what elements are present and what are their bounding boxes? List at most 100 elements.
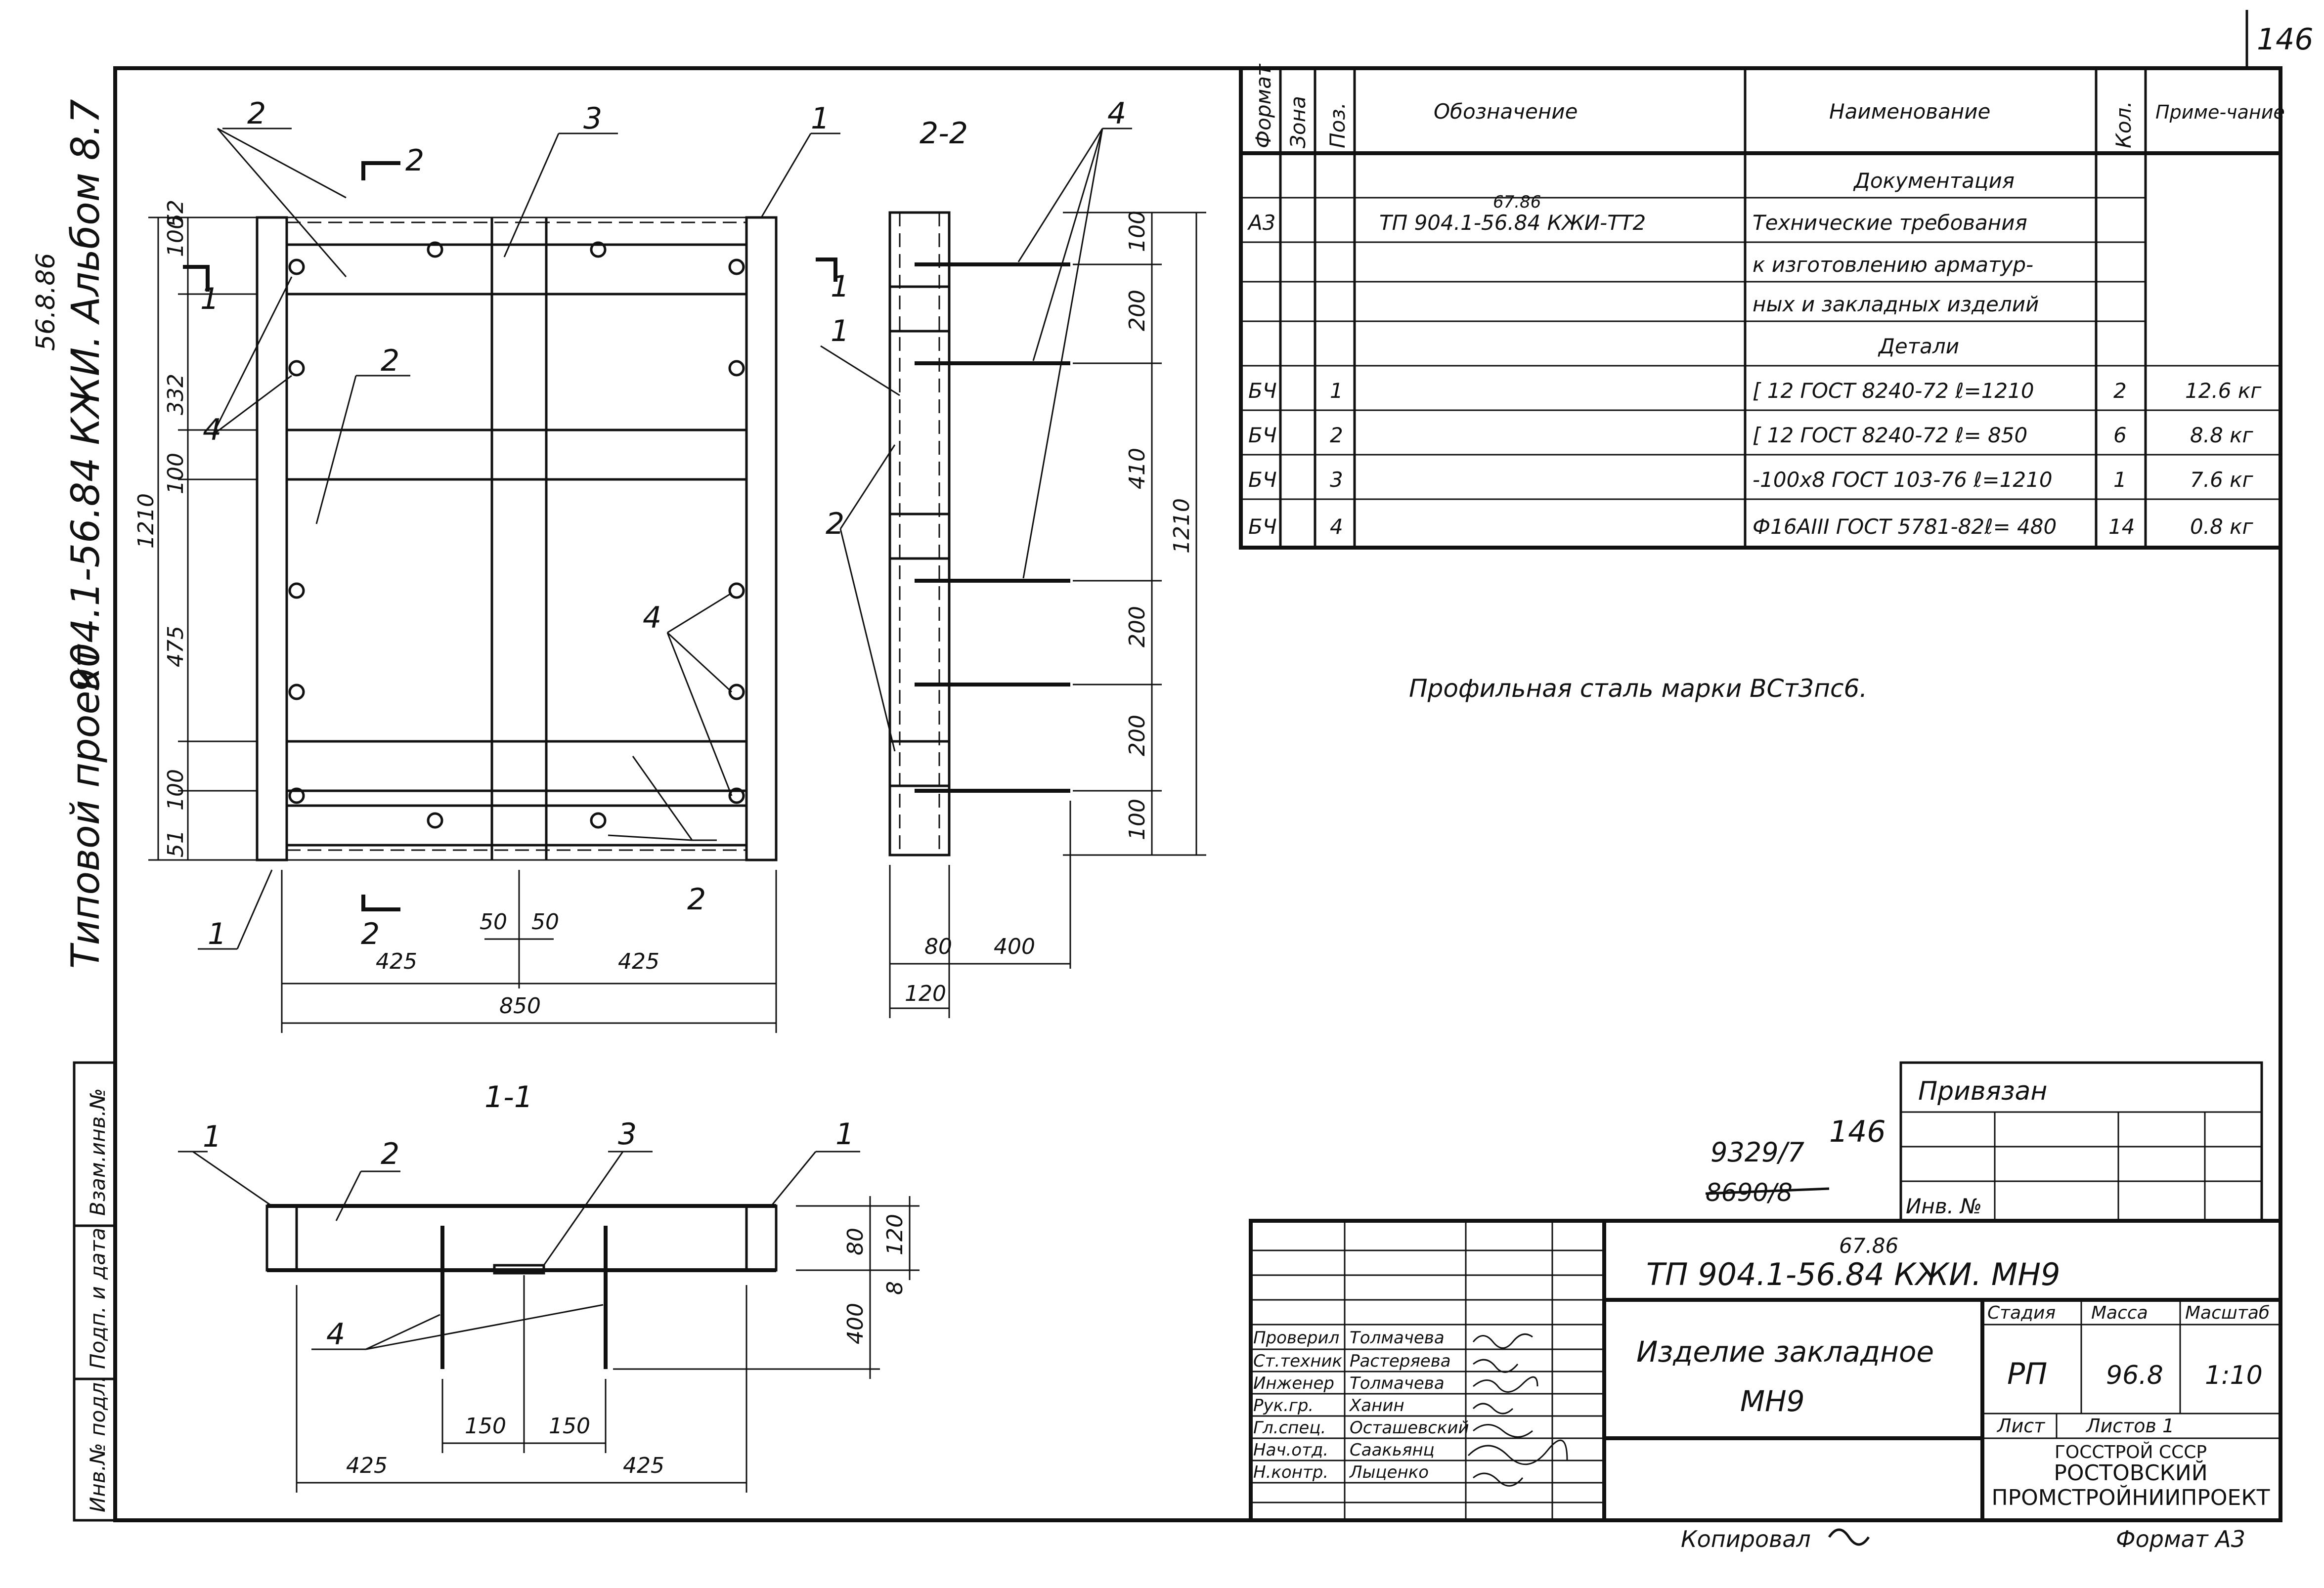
- header-designation: Обозначение: [1434, 99, 1578, 124]
- specification-table: Формат Зона Поз. Обозначение Наименовани…: [1239, 63, 2285, 550]
- dim: 425: [376, 949, 417, 974]
- spec-row-note: 7.6 кг: [2190, 468, 2254, 492]
- format-label: Формат А3: [2116, 1526, 2245, 1552]
- spec-row-qty: 14: [2108, 515, 2135, 539]
- album-code-correction: 56.8.86: [31, 253, 61, 351]
- pos-label: 2: [687, 882, 706, 917]
- signature-scribbles: [1467, 1333, 1568, 1487]
- spec-row-qty: 6: [2113, 423, 2127, 447]
- spec-row-format: А3: [1247, 211, 1275, 235]
- side-label-replacement: Взам.инв.№: [86, 1088, 110, 1216]
- dim: 100: [1125, 799, 1150, 840]
- spec-row-designation: ТП 904.1-56.84 КЖИ-ТТ2: [1379, 211, 1646, 235]
- section-mark-top: 2: [405, 143, 424, 178]
- header-format: Формат: [1251, 63, 1275, 148]
- spec-row-name: -100х8 ГОСТ 103-76 ℓ=1210: [1753, 468, 2053, 492]
- spec-row-format: БЧ: [1248, 379, 1277, 403]
- spec-row-qty: 2: [2113, 379, 2127, 403]
- signature-name: Лыценко: [1349, 1462, 1429, 1482]
- pos-label: 1: [811, 101, 830, 136]
- spec-row-name: Документация: [1853, 169, 2015, 193]
- inventory-label: Инв. №: [1906, 1194, 1982, 1218]
- org-line-2: РОСТОВСКИЙ: [2054, 1459, 2207, 1486]
- side-label-inventory: Инв.№ подл.: [86, 1376, 110, 1512]
- signature-name: Толмачева: [1350, 1328, 1445, 1348]
- dim: 410: [1125, 448, 1150, 489]
- dim: 150: [549, 1414, 590, 1439]
- dim: 332: [163, 374, 188, 415]
- signature-role: Н.контр.: [1253, 1462, 1328, 1482]
- pos-label: 4: [326, 1317, 345, 1352]
- copied-by-label: Копировал: [1681, 1526, 1811, 1552]
- pos-label: 2: [247, 96, 266, 131]
- dim: 80: [924, 934, 952, 959]
- spec-row-qty: 1: [2113, 468, 2127, 492]
- signature-role: Гл.спец.: [1253, 1418, 1326, 1438]
- dim-total-width: 850: [499, 993, 541, 1019]
- org-line-3: ПРОМСТРОЙНИИПРОЕКТ: [1992, 1484, 2270, 1510]
- pos-label: 1: [835, 1117, 854, 1152]
- document-code: ТП 904.1-56.84 КЖИ. МН9: [1646, 1256, 2060, 1292]
- channel-pos2: [285, 243, 748, 296]
- spec-row-name: Детали: [1878, 334, 1959, 358]
- stage-value: РП: [2007, 1357, 2047, 1391]
- dim: 50: [531, 909, 559, 935]
- org-line-1: ГОССТРОЙ СССР: [2055, 1442, 2207, 1462]
- copier-signature: [1828, 1528, 1870, 1546]
- mass-value: 96.8: [2106, 1361, 2163, 1390]
- signature-role: Нач.отд.: [1253, 1440, 1328, 1460]
- dim: 50: [480, 909, 507, 935]
- dim: 425: [346, 1453, 388, 1478]
- anchors-pos4: [288, 241, 745, 829]
- spec-row-name: [ 12 ГОСТ 8240-72 ℓ= 850: [1753, 423, 2027, 447]
- signature-name: Толмачева: [1350, 1373, 1445, 1393]
- header-note: Приме-чание: [2155, 101, 2285, 123]
- section-mark-bottom: 2: [361, 917, 380, 951]
- anchor-bars: [915, 262, 1070, 793]
- dim: 120: [905, 981, 946, 1006]
- scale-value: 1:10: [2205, 1361, 2263, 1390]
- dim: 400: [994, 934, 1035, 959]
- pos-label: 1: [203, 1119, 221, 1154]
- spec-row-pos: 2: [1330, 423, 1343, 447]
- spec-row-format: БЧ: [1248, 423, 1277, 447]
- channel-pos1-left: [256, 216, 288, 861]
- scale-label: Масштаб: [2185, 1303, 2270, 1323]
- spec-row-note: 12.6 кг: [2185, 379, 2262, 403]
- header-zone: Зона: [1286, 96, 1310, 148]
- spec-row-format: БЧ: [1248, 468, 1277, 492]
- spec-row-note: 8.8 кг: [2190, 423, 2254, 447]
- product-name: Изделие закладное: [1636, 1335, 1934, 1369]
- handwritten-number: 9329/7: [1710, 1137, 1804, 1168]
- channel-pos2: [285, 429, 748, 481]
- signature-name: Саакьянц: [1350, 1440, 1435, 1460]
- side-stamp: Типовой проект 904.1-56.84 КЖИ. Альбом 8…: [31, 99, 108, 969]
- section-2-2-title: 2-2: [920, 116, 968, 151]
- dim: 150: [465, 1414, 506, 1439]
- stage-label: Стадия: [1987, 1303, 2056, 1323]
- section-1-1-view: 1-1 1 2 3 1 4 150 150 425 425: [178, 1080, 920, 1493]
- pos-label: 2: [826, 507, 844, 541]
- pos-label: 2: [381, 343, 399, 378]
- section-mark-right: 1: [831, 269, 849, 304]
- dim: 100: [163, 215, 188, 257]
- sheets-count: Листов 1: [2085, 1415, 2174, 1437]
- spec-row-name: [ 12 ГОСТ 8240-72 ℓ=1210: [1753, 379, 2034, 403]
- spec-row-pos: 3: [1330, 468, 1343, 492]
- section-1-1-title: 1-1: [484, 1080, 533, 1115]
- dim: 8: [882, 1281, 908, 1295]
- album-code: 904.1-56.84 КЖИ. Альбом 8.7: [64, 99, 108, 692]
- sheet-label: Лист: [1996, 1415, 2046, 1437]
- binding-block: Привязан Инв. № 9329/7 146 8690/8: [1705, 1061, 2263, 1222]
- material-note: Профильная сталь марки ВСт3пс6.: [1409, 674, 1867, 703]
- sheet-frame: [113, 66, 2282, 1522]
- mass-label: Масса: [2091, 1303, 2148, 1323]
- dim: 80: [843, 1228, 868, 1255]
- signature-role: Инженер: [1253, 1373, 1334, 1393]
- channel-pos2: [285, 804, 748, 847]
- header-name: Наименование: [1829, 99, 1990, 124]
- spec-row-name: ных и закладных изделий: [1753, 292, 2039, 316]
- spec-row-name: к изготовлению арматур-: [1753, 253, 2033, 277]
- dim: 200: [1125, 606, 1150, 647]
